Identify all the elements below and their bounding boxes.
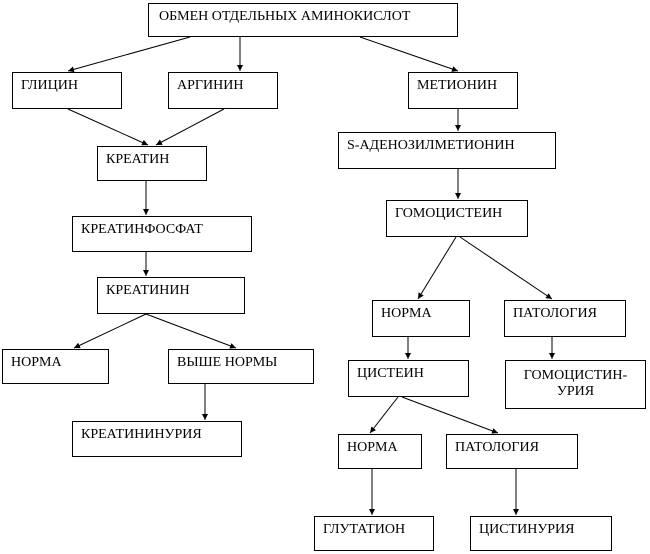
arrow-homocysteine-pathology1 (459, 236, 553, 300)
arrow-cysteine-norm2 (369, 396, 399, 434)
arrow-cysteine-pathology2 (401, 396, 499, 434)
node-methionine: МЕТИОНИН (408, 72, 518, 109)
node-norm-creatinine: НОРМА (2, 349, 109, 384)
node-above-norm: ВЫШЕ НОРМЫ (168, 349, 314, 384)
node-creatine: КРЕАТИН (97, 146, 207, 181)
arrow-root-glycine (67, 36, 191, 73)
node-cystinuria: ЦИСТИНУРИЯ (470, 516, 612, 551)
arrow-glycine-creatine (67, 108, 149, 146)
node-homocystinuria: ГОМОЦИСТИН- УРИЯ (505, 360, 646, 409)
node-arginine: АРГИНИН (168, 72, 278, 109)
node-norm-homocysteine: НОРМА (372, 300, 470, 337)
node-glutathione: ГЛУТАТИОН (314, 516, 434, 551)
node-norm-cysteine: НОРМА (338, 434, 422, 469)
arrow-homocysteine-norm1 (417, 236, 457, 300)
node-cysteine: ЦИСТЕИН (348, 360, 469, 397)
arrow-creatinine-norm (73, 313, 147, 349)
arrow-arginine-creatine (155, 108, 225, 146)
node-homocysteine: ГОМОЦИСТЕИН (386, 200, 528, 237)
node-s-adenosylmethionine: S-АДЕНОЗИЛМЕТИОНИН (338, 132, 556, 169)
node-creatine-phosphate: КРЕАТИНФОСФАТ (72, 216, 252, 252)
arrow-root-methionine (359, 36, 459, 72)
node-creatinine: КРЕАТИНИН (97, 277, 245, 314)
node-glycine: ГЛИЦИН (12, 72, 122, 109)
node-creatininuria: КРЕАТИНИНУРИЯ (72, 421, 242, 457)
homocystinuria-line1: ГОМОЦИСТИН- (523, 368, 628, 383)
node-pathology-homocysteine: ПАТОЛОГИЯ (504, 300, 626, 337)
arrow-creatinine-above (145, 313, 237, 349)
node-root: ОБМЕН ОТДЕЛЬНЫХ АМИНОКИСЛОТ (148, 3, 458, 37)
homocystinuria-line2: УРИЯ (556, 384, 595, 399)
node-pathology-cysteine: ПАТОЛОГИЯ (446, 434, 578, 469)
